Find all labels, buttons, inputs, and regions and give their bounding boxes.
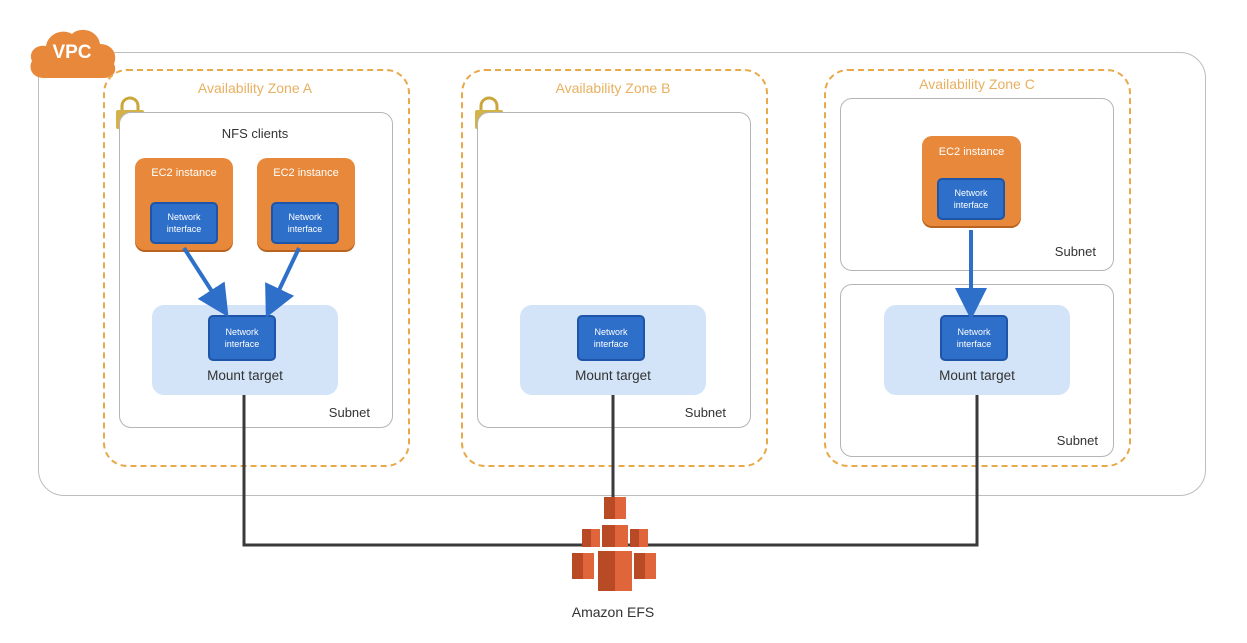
zone-c-title: Availability Zone C — [919, 76, 1035, 92]
network-interface-mt-b: Network interface — [577, 315, 645, 361]
arrow-a2-to-mount-target — [265, 247, 301, 318]
zone-a-title: Availability Zone A — [197, 80, 313, 96]
mount-target-b-label: Mount target — [575, 368, 651, 383]
ec2-instance-c-label: EC2 instance — [938, 146, 1005, 158]
network-interface-a2: Network interface — [271, 202, 339, 244]
mount-target-a-label: Mount target — [207, 368, 283, 383]
subnet-c-bottom-label: Subnet — [1056, 433, 1098, 448]
network-interface-c: Network interface — [937, 178, 1005, 220]
ec2-instance-a2-label: EC2 instance — [273, 167, 339, 179]
subnet-a-label: Subnet — [328, 405, 370, 420]
subnet-c-top-label: Subnet — [1054, 244, 1096, 259]
vpc-boundary — [38, 52, 1206, 496]
network-interface-a1: Network interface — [150, 202, 218, 244]
zone-b-title: Availability Zone B — [555, 80, 671, 96]
mount-target-c-label: Mount target — [939, 368, 1015, 383]
arrow-a1-to-mount-target — [182, 246, 229, 318]
nfs-clients-label: NFS clients — [221, 126, 289, 141]
network-interface-mt-a: Network interface — [208, 315, 276, 361]
efs-label: Amazon EFS — [571, 604, 655, 620]
efs-icon — [572, 497, 656, 591]
connector-c-to-efs — [628, 395, 979, 547]
ec2-instance-a1-label: EC2 instance — [151, 167, 217, 179]
connector-a-to-efs — [242, 395, 600, 547]
cloud-icon — [30, 29, 116, 78]
subnet-b-label: Subnet — [684, 405, 726, 420]
vpc-label: VPC — [52, 42, 92, 63]
availability-zone-a — [103, 69, 410, 467]
